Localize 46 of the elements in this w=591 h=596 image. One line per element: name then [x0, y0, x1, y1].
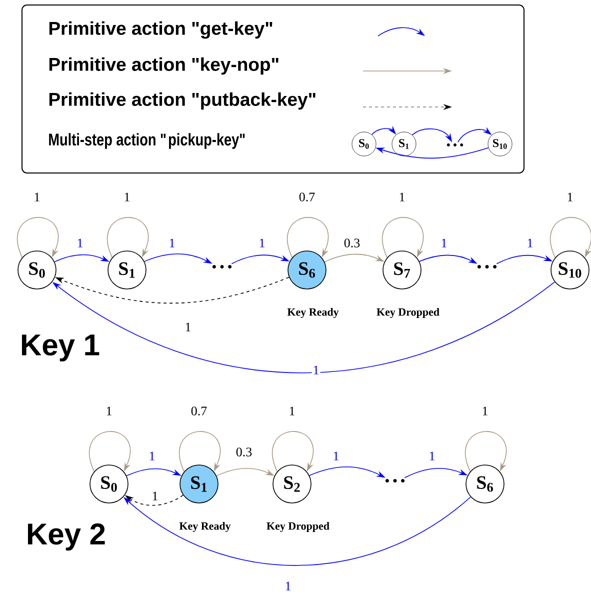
- arrow: [17, 217, 58, 258]
- edge-label: 1: [76, 238, 84, 248]
- arrow: [465, 431, 506, 472]
- edge-label: 1: [428, 450, 436, 462]
- edge-label: 1: [168, 238, 176, 248]
- arrow: [179, 431, 220, 472]
- arrow: [272, 431, 314, 472]
- edge-label: 1: [122, 192, 132, 202]
- edge-label: 1: [566, 192, 574, 202]
- state-caption: Key Ready: [287, 308, 339, 318]
- state-caption: Key Dropped: [266, 522, 330, 532]
- edge-label: 1: [332, 450, 340, 462]
- edge-label: 1: [32, 192, 42, 202]
- arrow: [550, 217, 591, 258]
- legend-text: Primitive action "get-key": [49, 21, 272, 39]
- arrow: [107, 217, 148, 258]
- state-caption: Key Ready: [179, 522, 231, 532]
- edge-label: 1: [398, 192, 406, 202]
- ellipsis: • • •: [477, 264, 497, 268]
- state-caption: Key Dropped: [376, 308, 440, 318]
- edge-label: 1: [258, 238, 266, 248]
- legend-text: Multi-step action "pickup-key": [49, 133, 245, 149]
- arrow: [89, 431, 130, 472]
- arrow: [287, 217, 328, 258]
- key-title: Key 1: [22, 334, 100, 362]
- edge-label: 0.3: [234, 446, 254, 458]
- edge-label: 1: [288, 406, 296, 416]
- edge-label: 1: [104, 406, 114, 416]
- edge-label: 0.7: [298, 192, 316, 202]
- edge-label: 1: [284, 580, 292, 592]
- edge-label: 1: [526, 238, 534, 248]
- edge-label: 1: [440, 238, 448, 248]
- edge-label: 0.7: [190, 406, 208, 416]
- edge-label: 0.3: [342, 238, 362, 248]
- ellipsis: • • •: [446, 143, 464, 146]
- edge-label: 1: [148, 450, 156, 462]
- arrow: [382, 217, 424, 258]
- edge-label: 1: [312, 364, 320, 376]
- edge-label: 1: [150, 490, 160, 502]
- edge-label: 1: [184, 322, 192, 332]
- ellipsis: • • •: [385, 478, 405, 482]
- edge-label: 1: [480, 406, 490, 416]
- key-title: Key 2: [28, 523, 105, 551]
- ellipsis: • • •: [212, 264, 232, 268]
- legend-text: Primitive action "key-nop": [49, 57, 278, 75]
- legend-text: Primitive action "putback-key": [49, 92, 316, 110]
